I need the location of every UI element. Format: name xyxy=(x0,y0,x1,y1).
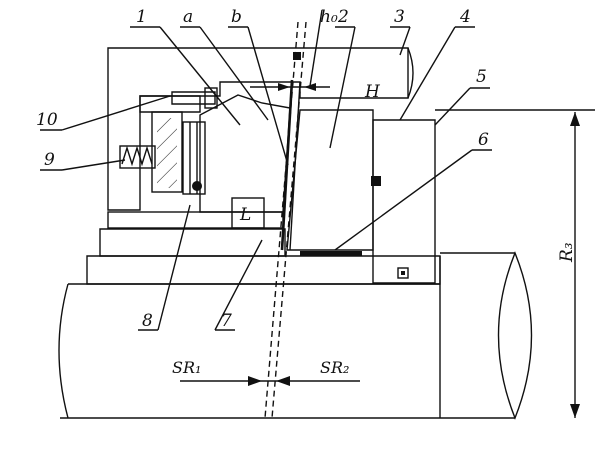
stationary-ring xyxy=(286,109,374,251)
label-part-5: 5 xyxy=(476,67,487,87)
label-part-2: 2 xyxy=(337,7,349,27)
label-part-8: 8 xyxy=(142,311,153,331)
label-part-10: 10 xyxy=(36,110,58,130)
leader-lines xyxy=(40,26,492,331)
retaining-ring xyxy=(107,197,284,229)
spring xyxy=(119,145,156,169)
label-h0: h₀ xyxy=(320,7,338,27)
label-part-4: 4 xyxy=(459,7,471,27)
center-line-1 xyxy=(264,21,299,419)
label-part-9: 9 xyxy=(44,150,55,170)
label-H: H xyxy=(364,82,381,102)
label-b: b xyxy=(231,7,242,27)
seat-o-ring xyxy=(371,176,381,186)
label-part-3: 3 xyxy=(394,7,405,27)
gland-housing xyxy=(107,47,414,211)
sr-dimension xyxy=(180,376,360,386)
gland-o-ring xyxy=(293,52,301,60)
h-dimension xyxy=(250,9,330,91)
label-SR2: SR₂ xyxy=(320,358,349,377)
label-L: L xyxy=(239,205,251,225)
r3-dimension xyxy=(435,109,595,418)
gasket xyxy=(300,251,362,256)
drive-key xyxy=(139,87,218,113)
label-part-6: 6 xyxy=(478,130,489,150)
seat-ring xyxy=(371,119,436,284)
rotating-o-ring xyxy=(192,181,202,191)
shaft-sleeve xyxy=(99,228,286,257)
label-a: a xyxy=(183,7,193,27)
label-R3: R₃ xyxy=(557,242,577,263)
label-SR1: SR₁ xyxy=(172,358,201,377)
label-part-1: 1 xyxy=(136,7,147,27)
spring-seat xyxy=(151,111,206,195)
label-part-7: 7 xyxy=(221,311,232,331)
rotating-ring-holder xyxy=(199,94,291,213)
shaft xyxy=(58,251,533,420)
center-line-2 xyxy=(271,21,307,419)
seal-face-line xyxy=(280,79,294,251)
